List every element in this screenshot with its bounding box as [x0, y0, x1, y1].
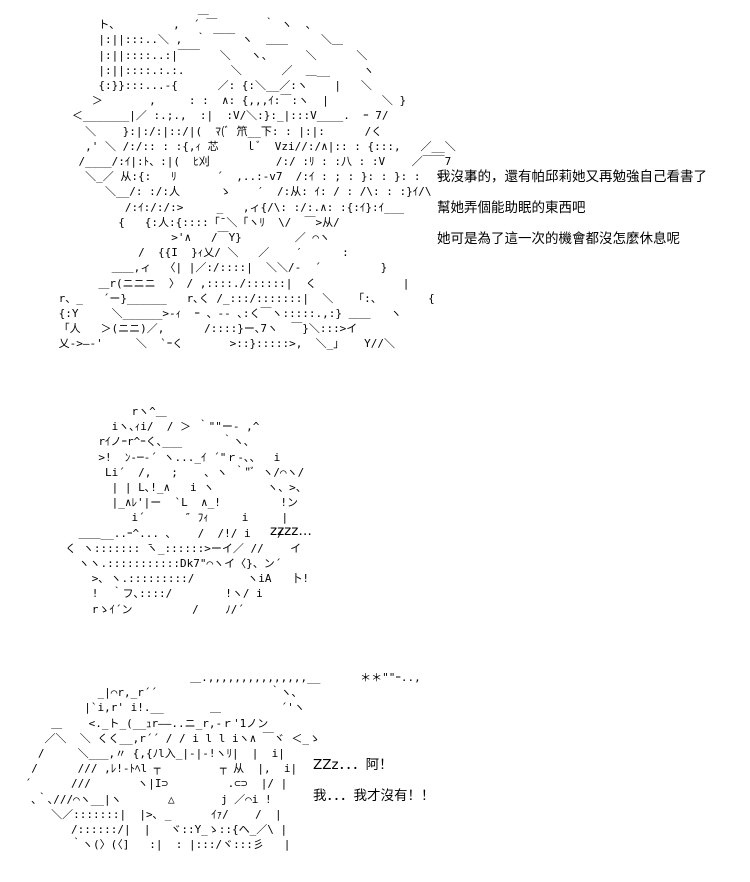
art-line: ､｀､///⌒ヽ__|ヽ △ j ／⌒i !: [18, 792, 272, 806]
art-line: { {:人:{::::「¯＼「ヽﾘ \/ ￣>从/: [52, 215, 340, 229]
art-line: _|⌒r,_r´´ ｀ヽ､: [18, 686, 298, 700]
art-line: ＿ <._ト_(__ｭr――..ニ_r,-ｒ'1ノン: [18, 716, 269, 730]
art-line: ＿＿,ィ 〈| |／:/::::| ＼＼/- ´ }: [52, 261, 388, 275]
art-line: 「人 ＞(ニニ)／, /::::}ー､7ヽ ￣}＼:::>イ: [52, 322, 358, 336]
dialogue-line: 我沒事的，還有帕邱莉她又再勉強自己看書了: [437, 169, 707, 185]
art-line: {:}}:::...-{ ／: {:＼__／:ヽ | ＼: [52, 79, 372, 93]
art-line: ＼ }:|:/:|::/|( ﾏ(ﾞ 笊__下: : |:|: /く: [52, 124, 383, 138]
art-line: ! ｀フ､::::/ !ヽ/ i: [52, 587, 263, 601]
art-line: | | L､!_∧ i ヽ ヽ、>、: [52, 481, 307, 495]
art-line: /:ｲ:/:/:> _ ,ィ{/\: :/:.∧: :{:ｲ}:ｲ___: [52, 200, 405, 214]
art-line: ＜_______|／ :.;., :| :V/＼:}:_|:::V____. ｰ…: [52, 109, 389, 123]
art-line: ,' ＼ /:/:: : :{,ｨ 芯 ｌﾞ Vzi//:/∧|:: : {::…: [52, 139, 456, 153]
art-line: |:||:::..＼ , ｀ ￣￣ ヽ ＿＿ ＼＿: [52, 33, 344, 47]
art-line: ／＼ ＼ くく__,r´´ / / i l l iヽ∧ ￣ヾ ＜_ゝ: [18, 731, 321, 745]
art-line: {:Y ＼______>-ｨ ｰ 、-‐ ､:く￣ヽ:::::.,:} ＿＿ ヽ: [52, 307, 402, 321]
art-line: / {{I }ｨ乂/ ＼ ／ ′ :: [52, 246, 349, 260]
art-line: |`i,r' i!.__ ＿ ´'ヽ: [18, 701, 305, 715]
ascii-art-character-standing: ＿ ト、 , ´ ￣ ｀ ヽ 、 |:||:::..＼ , ｀ ￣￣ ヽ ＿＿ …: [52, 2, 476, 352]
art-line: >'∧ /￣Y} ／ ⌒ヽ: [52, 231, 331, 245]
art-line: /____/:ｲ|:ﾄ、:|( ﾋ刈 /:/ :ﾘ : :八 : :V ／￣￣7: [52, 155, 452, 169]
dialogue-line: 她可是為了這一次的機會都沒怎麼休息呢: [437, 231, 680, 247]
dialogue-line: 我．．．我才沒有！！: [313, 788, 435, 804]
art-line: ＿: [52, 3, 209, 16]
art-line: ´ /// ヽ|I⊃ .⊂⊃ |/ |: [18, 777, 288, 791]
art-line: ＞ , : : ∧: {,,,ｲ:￣:ヽ | ＼ }: [52, 94, 407, 108]
art-line: ＿.,,,,,,,,,,,,,,,__ ＊＊""ｰ..,: [18, 671, 421, 684]
art-line: |_∧ﾚ'|ー `L ∧_! !ン: [52, 496, 299, 510]
dialogue-block-3: ZZz．．．阿！ 我．．．我才沒有！！: [313, 754, 435, 816]
art-line: rｲノｰr^ｰく､___ ｀ヽ､: [52, 435, 250, 449]
dialogue-line: zzzz…: [270, 523, 312, 539]
art-line: ヽヽ.:::::::::::Dk7"⌒ヽイ〈}、ン´: [52, 557, 282, 571]
ascii-art-character-waking: ＿.,,,,,,,,,,,,,,,__ ＊＊""ｰ.., _|⌒r,_r´´ ｀…: [18, 670, 421, 852]
art-line: >! ﾝ-─‐´ ヽ..._ｲ ´"ｒ-､、 i: [52, 450, 281, 464]
dialogue-block-2: zzzz…: [270, 520, 312, 551]
dialogue-line: ZZz．．．阿！: [313, 757, 393, 773]
art-line: ＼／:::::::| |>､ _ ｲｧ/ / |: [18, 807, 282, 821]
art-line: ＿＿__..ｰ^... ､ / /!/ i /: [52, 526, 284, 540]
art-line: / ＼___,〃 {,{ﾉl入_|-|-!ヽﾘ| | i|: [18, 747, 285, 761]
art-line: く ヽ::::::: ̄ヽ_::::::>ーイ／ // イ: [52, 541, 302, 555]
art-line: ｀ヽ(〉(〈] :| : |:::/ヾ:::彡 |: [18, 838, 291, 852]
art-line: ＼__/: :/:人 ゝ ′ /:从: ｲ: / : /\: : :}ｲ/\: [52, 185, 432, 199]
art-line: >､ ヽ.:::::::::/ ヽiA 卜!: [52, 572, 310, 586]
art-line: rヽ^＿: [52, 405, 167, 418]
dialogue-line: 幫她弄個能助眠的東西吧: [437, 200, 586, 216]
art-line: i´ ″ ﾌｨ i |: [52, 511, 289, 525]
ascii-art-character-sleeping: rヽ^＿ iヽ､ｨi/ / ＞ ｀""ー- ,^ rｲノｰr^ｰく､___ ｀ヽ…: [52, 404, 309, 617]
dialogue-block-1: 我沒事的，還有帕邱莉她又再勉強自己看書了 幫她弄個能助眠的東西吧 她可是為了這一…: [437, 166, 707, 259]
art-line: /::::::/| | ヾ::Y_ゝ::{ヘ_／\ |: [18, 823, 288, 837]
art-line: iヽ､ｨi/ / ＞ ｀""ー- ,^: [52, 420, 260, 434]
art-line: rゝｲ´ン / ﾉ/´: [52, 602, 244, 616]
art-line: r、_ ´ー}______ r､く /_:::/:::::::| ＼ 「:、 {: [52, 291, 435, 305]
art-line: ＿r(ニニニ 〉 / ,::::./::::::| く |: [52, 276, 410, 290]
art-line: Li´ /, ; ､ ヽ ｀"ﾞ ヽ/⌒ヽ/: [52, 465, 305, 479]
art-line: |:||::::..:|￣￣ ＼ ヽ、 ＼ ＼: [52, 48, 368, 62]
art-line: / /// ,ﾚ!-ﾄﾍl ┬ ┬ 从 |, i|: [18, 762, 298, 776]
art-line: ト、 , ´ ￣ ｀ ヽ 、: [52, 18, 317, 32]
art-line: 乂->―-' ＼ `ｰく >::}:::::>, ＼_」 Y//＼: [52, 337, 396, 351]
art-line: |:||::::.:.:. ＼ ／ ＿__ ヽ: [52, 63, 375, 77]
art-line: ＼_／ 从:{: ﾘ ´ ,..:-v7 /:ｲ : ; : }: : }: :…: [52, 170, 476, 184]
